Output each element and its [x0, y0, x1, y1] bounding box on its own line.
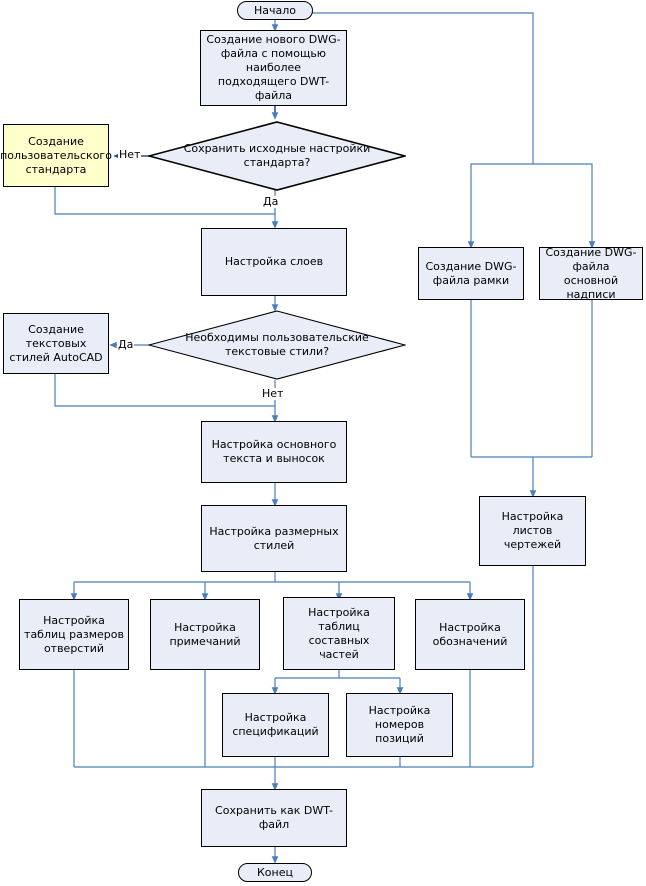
node-notes[interactable]: Настройка примечаний — [150, 599, 260, 670]
node-frame-dwg[interactable]: Создание DWG-файла рамки — [418, 247, 524, 300]
node-symbols-label: Настройка обозначений — [432, 620, 508, 648]
edge-label-standard-no: Нет — [118, 148, 142, 161]
node-specifications-label: Настройка спецификаций — [232, 711, 319, 738]
node-decision-textstyles[interactable]: Необходимы пользовательские текстовые ст… — [148, 310, 406, 380]
node-end[interactable]: Конец — [238, 863, 312, 882]
node-decision-textstyles-label: Необходимы пользовательские текстовые ст… — [185, 331, 369, 358]
edge-label-textstyles-yes-text: Да — [118, 338, 134, 351]
node-sheets[interactable]: Настройка листов чертежей — [479, 496, 586, 566]
diamond-shape-textstyles — [148, 310, 406, 380]
node-start[interactable]: Начало — [237, 1, 313, 20]
node-main-text[interactable]: Настройка основного текста и выносок — [201, 421, 347, 483]
node-dim-styles[interactable]: Настройка размерных стилей — [201, 505, 347, 572]
node-titleblock-dwg-label: Создание DWG-файла основной надписи — [545, 245, 637, 301]
node-balloons-label: Настройка номеров позиций — [368, 704, 431, 745]
node-parts-tables-label: Настройка таблиц составных частей — [308, 605, 370, 661]
edge-label-textstyles-yes: Да — [117, 338, 135, 351]
node-hole-tables[interactable]: Настройка таблиц размеров отверстий — [19, 599, 129, 670]
node-layers-label: Настройка слоев — [224, 255, 324, 268]
edge-label-standard-yes: Да — [262, 195, 280, 208]
node-dim-styles-label: Настройка размерных стилей — [209, 524, 339, 552]
node-symbols[interactable]: Настройка обозначений — [415, 599, 525, 670]
node-specifications[interactable]: Настройка спецификаций — [222, 693, 329, 757]
node-create-dwg-label: Создание нового DWG-файла с помощью наиб… — [206, 33, 341, 102]
node-autocad-textstyles-label: Создание текстовых стилей AutoCAD — [9, 322, 103, 364]
node-notes-label: Настройка примечаний — [169, 620, 241, 648]
node-balloons[interactable]: Настройка номеров позиций — [346, 693, 453, 757]
node-frame-dwg-label: Создание DWG-файла рамки — [425, 259, 517, 287]
node-sheets-label: Настройка листов чертежей — [501, 510, 564, 551]
node-decision-standard-label: Сохранить исходные настройки стандарта? — [183, 142, 371, 169]
edge-label-textstyles-no: Нет — [261, 387, 285, 400]
edge-label-standard-no-text: Нет — [119, 148, 141, 161]
node-main-text-label: Настройка основного текста и выносок — [211, 438, 337, 465]
node-decision-standard[interactable]: Сохранить исходные настройки стандарта? — [148, 121, 406, 191]
node-hole-tables-label: Настройка таблиц размеров отверстий — [24, 613, 124, 655]
node-titleblock-dwg[interactable]: Создание DWG-файла основной надписи — [539, 245, 643, 301]
node-parts-tables[interactable]: Настройка таблиц составных частей — [283, 597, 395, 670]
node-save-dwt-label: Сохранить как DWT-файл — [215, 804, 333, 831]
node-custom-standard-label: Создание пользовательского стандарта — [0, 134, 112, 176]
edge-label-standard-yes-text: Да — [263, 195, 279, 208]
node-create-dwg[interactable]: Создание нового DWG-файла с помощью наиб… — [200, 30, 347, 106]
node-autocad-textstyles[interactable]: Создание текстовых стилей AutoCAD — [3, 313, 109, 374]
edge-label-textstyles-no-text: Нет — [262, 387, 284, 400]
node-start-label: Начало — [253, 3, 296, 17]
node-end-label: Конец — [257, 865, 293, 879]
node-save-dwt[interactable]: Сохранить как DWT-файл — [201, 789, 347, 847]
node-layers[interactable]: Настройка слоев — [201, 228, 347, 296]
node-custom-standard[interactable]: Создание пользовательского стандарта — [0, 124, 112, 187]
